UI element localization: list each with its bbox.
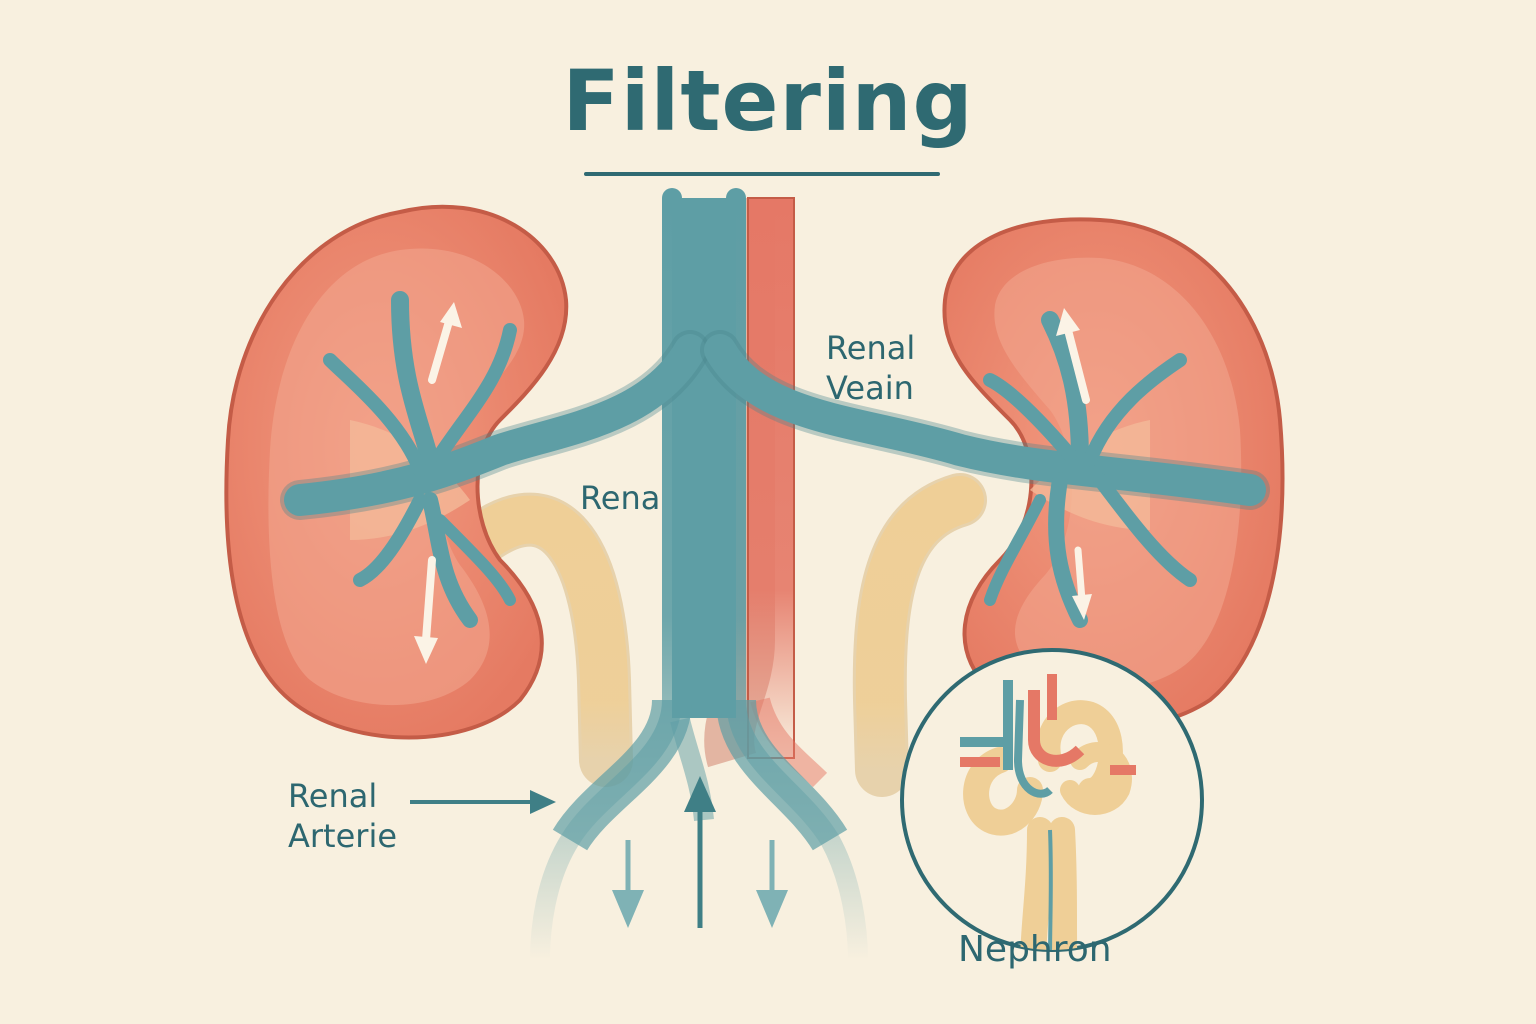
right-renal-vein (700, 311, 1270, 628)
flow-arrow-down-icon (1072, 546, 1092, 620)
nephron-inset (900, 648, 1204, 952)
vena-cava (530, 188, 868, 970)
renal-arterie-label-line-2: Arterie (288, 817, 398, 855)
flow-arrow-down-icon (756, 840, 788, 928)
page-title: Filtering (562, 52, 974, 150)
nephron-label: Nephron (958, 929, 1112, 970)
renal-arterie-label-line-1: Renal (288, 777, 378, 815)
flow-arrow-up-icon (684, 776, 716, 928)
right-ureter (852, 473, 987, 797)
renal-vein-label-line-2: Veain (826, 369, 914, 407)
renal-vein-label: Renal Veain (826, 328, 915, 408)
renal-vein-label-line-1: Renal (826, 329, 916, 367)
flow-arrow-down-icon (612, 840, 644, 928)
flow-arrow-up-icon (1056, 308, 1090, 404)
title-underline (584, 172, 940, 176)
left-renal-vein (280, 291, 710, 628)
rena-label: Rena (580, 479, 661, 517)
flow-arrow-up-icon (428, 302, 462, 384)
pointer-arrow-icon (410, 790, 556, 814)
flow-arrow-down-icon (414, 556, 438, 664)
renal-arterie-label: Renal Arterie (288, 776, 397, 856)
left-ureter (453, 492, 633, 787)
